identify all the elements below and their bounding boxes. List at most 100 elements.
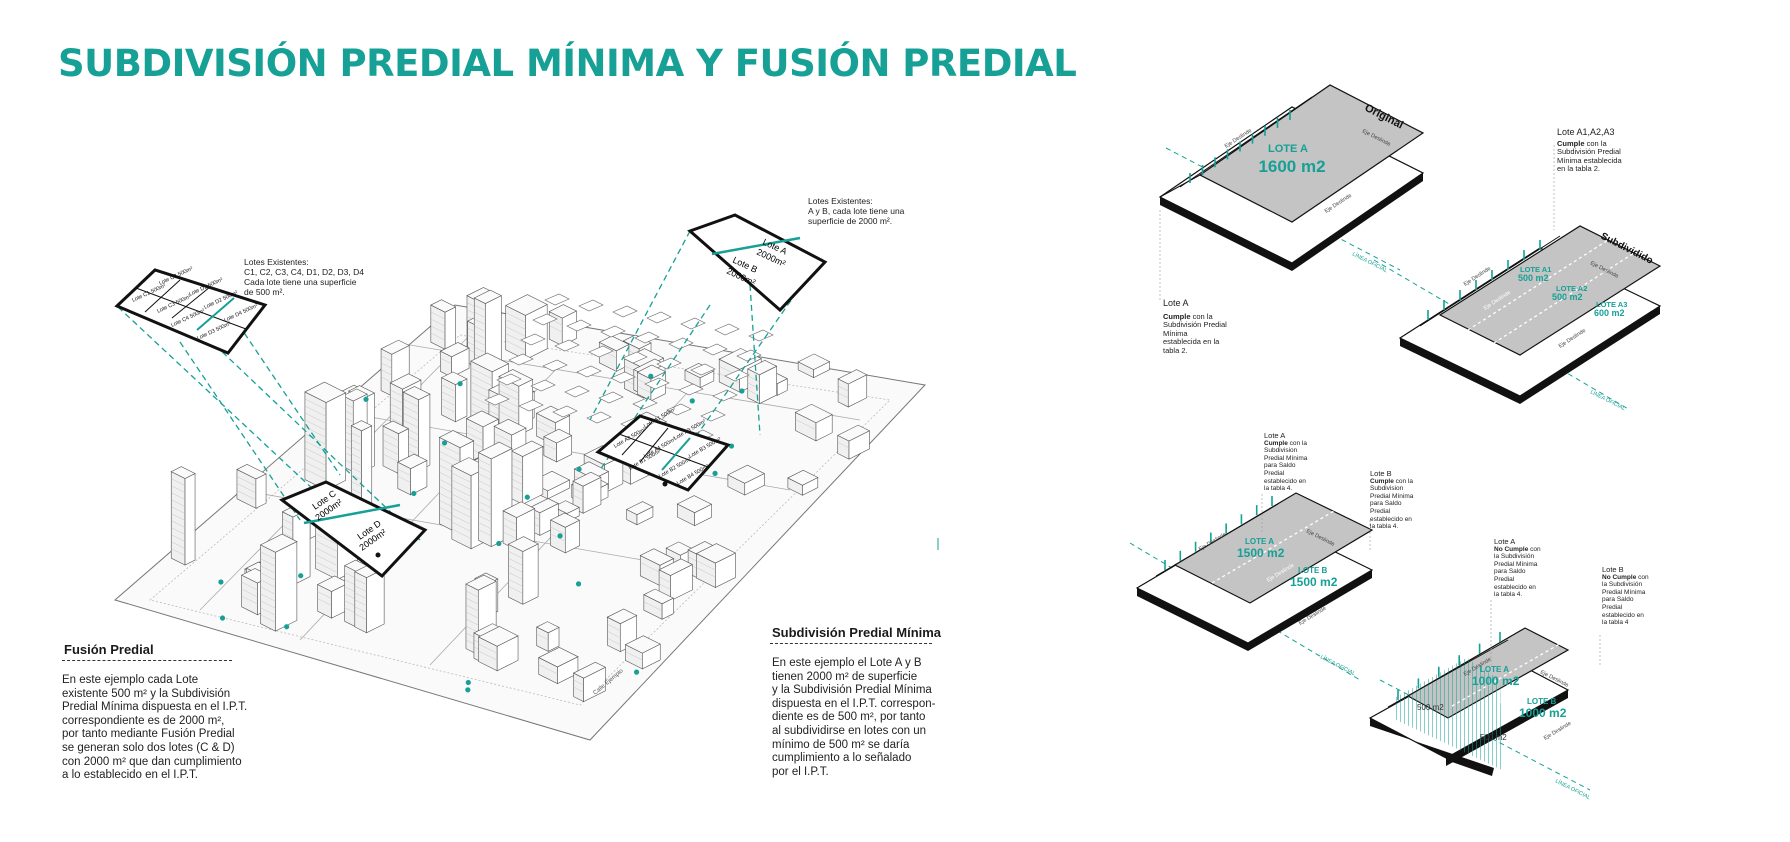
note-pair2-a-rest: con la Subdivisión Predial Mínima para S… bbox=[1494, 545, 1541, 599]
note-original-title: Lote A bbox=[1163, 298, 1189, 308]
tree bbox=[739, 388, 745, 394]
note-subdivided-title: Lote A1,A2,A3 bbox=[1557, 127, 1615, 137]
tree bbox=[633, 669, 640, 675]
subdivision-body: En este ejemplo el Lote A y B tienen 200… bbox=[772, 657, 962, 779]
building bbox=[747, 360, 778, 405]
house bbox=[518, 399, 544, 412]
fusion-line: se generan solo dos lotes (C & D) bbox=[62, 741, 235, 754]
sub-line-label: LÍNEA OFICIAL bbox=[1589, 389, 1626, 413]
note-pair1-b-bold: Cumple bbox=[1370, 477, 1394, 485]
subdivision-line: tienen 2000 m² de superficie bbox=[772, 670, 918, 683]
city-isometric-diagram: Calle Ejemplo Lote C1 500m² Lote C2 500m… bbox=[113, 213, 939, 741]
pair2-axis-3: Eje Deslinde bbox=[1498, 684, 1528, 705]
sub-lot-2-area: 500 m2 bbox=[1552, 292, 1583, 302]
pair1-axis-3: Eje Deslinde bbox=[1266, 563, 1296, 584]
house bbox=[544, 293, 570, 306]
building bbox=[170, 466, 196, 566]
house bbox=[724, 369, 750, 382]
tree bbox=[411, 490, 417, 497]
note-pair2-b-rest: con la Subdivisión Predial Mínima para S… bbox=[1602, 573, 1649, 627]
building bbox=[837, 424, 871, 460]
pair2-lot-a-area: 1000 m2 bbox=[1472, 674, 1520, 688]
subdivision-line: y la Subdivisión Predial Mínima bbox=[772, 684, 932, 697]
building bbox=[787, 469, 819, 496]
subdivision-line: mínimo de 500 m² se daría bbox=[772, 738, 910, 751]
pair1-lot-b-area: 1500 m2 bbox=[1290, 575, 1338, 589]
note-pair2-a-title: Lote A bbox=[1494, 537, 1516, 546]
tree bbox=[575, 581, 582, 587]
house bbox=[690, 363, 716, 376]
subdivision-line: por el I.P.T. bbox=[772, 765, 829, 778]
tree bbox=[648, 373, 654, 379]
pair2-line-label: LÍNEA OFICIAL bbox=[1554, 778, 1591, 802]
subdivision-line: al subdividirse en lotes con un bbox=[772, 724, 927, 737]
building bbox=[794, 403, 833, 442]
tree bbox=[557, 533, 563, 539]
callout-cd-line4: de 500 m². bbox=[244, 287, 285, 297]
fusion-line: Predial Mínima dispuesta en el I.P.T. bbox=[62, 701, 248, 714]
house bbox=[632, 397, 658, 410]
house bbox=[600, 325, 626, 338]
building bbox=[236, 464, 267, 509]
trees-group bbox=[218, 373, 745, 693]
building bbox=[354, 562, 385, 634]
house bbox=[598, 391, 624, 404]
original-label: Original bbox=[1363, 102, 1405, 132]
houses-group bbox=[484, 293, 774, 442]
tree bbox=[219, 615, 226, 621]
tree bbox=[576, 466, 582, 472]
original-lot-area: 1600 m2 bbox=[1258, 157, 1325, 176]
callout-ab-text: Lotes Existentes: A y B, cada lote tiene… bbox=[808, 196, 918, 226]
note-pair2-a-bold: No Cumple bbox=[1494, 545, 1529, 553]
pair1-lot-a-area: 1500 m2 bbox=[1237, 546, 1285, 560]
house bbox=[612, 305, 638, 318]
fusion-line: por tanto mediante Fusión Predial bbox=[62, 728, 235, 741]
building bbox=[397, 453, 428, 496]
fusion-line: existente 500 m² y la Subdivisión bbox=[62, 687, 231, 700]
house bbox=[714, 323, 740, 336]
house bbox=[668, 337, 694, 350]
house bbox=[520, 333, 546, 346]
original-lot-fill bbox=[1198, 84, 1425, 223]
building bbox=[676, 495, 713, 527]
building bbox=[837, 369, 868, 408]
original-line-label: LÍNEA OFICIAL bbox=[1351, 251, 1388, 275]
page-title: SUBDIVISIÓN PREDIAL MÍNIMA Y FUSIÓN PRED… bbox=[58, 42, 1077, 85]
subdivision-line: dispuesta en el I.P.T. correspon- bbox=[772, 697, 936, 710]
sub-axis-4: Eje Deslinde bbox=[1558, 328, 1587, 350]
callout-ab-line3: superficie de 2000 m². bbox=[808, 216, 893, 226]
box-ab-original: Lote A 2000m² Lote B 2000m² bbox=[687, 213, 828, 313]
pair2-axis-4: Eje Deslinde bbox=[1543, 721, 1573, 742]
building bbox=[625, 501, 654, 526]
subdivided-label: Subdividido bbox=[1599, 231, 1655, 267]
tree bbox=[298, 573, 304, 579]
note-pair2-b-bold: No Cumple bbox=[1602, 573, 1637, 581]
original-axis-1: Eje Deslinde bbox=[1224, 128, 1253, 150]
house bbox=[634, 331, 660, 344]
sub-lot-2-name: LOTE A2 bbox=[1556, 284, 1587, 293]
note-subdivided-bold: Cumple bbox=[1557, 138, 1585, 148]
building bbox=[316, 575, 350, 619]
pair1-axis-4: Eje Deslinde bbox=[1298, 606, 1328, 627]
house bbox=[646, 311, 672, 324]
building bbox=[695, 543, 737, 589]
pair2-hatch-label-2: 500 m2 bbox=[1480, 733, 1507, 742]
fusion-body: En este ejemplo cada Lote existente 500 … bbox=[62, 674, 262, 783]
house bbox=[542, 359, 568, 372]
note-pair1-a-rest: con la Subdivision Predial Mínima para S… bbox=[1264, 439, 1308, 493]
building bbox=[572, 661, 607, 703]
house bbox=[508, 353, 534, 366]
house bbox=[532, 313, 558, 326]
city-sidewalk bbox=[149, 334, 891, 706]
box-ab-subdivided: Lote A1 500m² Lote A2 500m² Lote A3 500m… bbox=[595, 407, 731, 492]
callout-ab-line1: Lotes Existentes: bbox=[808, 196, 873, 206]
pair2-axis-1: Eje Deslinde bbox=[1463, 657, 1493, 678]
building bbox=[473, 289, 502, 371]
tree bbox=[496, 540, 502, 547]
building bbox=[536, 621, 560, 652]
callout-cd-line2: C1, C2, C3, C4, D1, D2, D3, D4 bbox=[244, 267, 364, 277]
building bbox=[538, 646, 579, 685]
note-pair2-b-title: Lote B bbox=[1602, 565, 1624, 574]
building bbox=[543, 428, 573, 463]
sub-lot-1-name: LOTE A1 bbox=[1520, 265, 1551, 274]
